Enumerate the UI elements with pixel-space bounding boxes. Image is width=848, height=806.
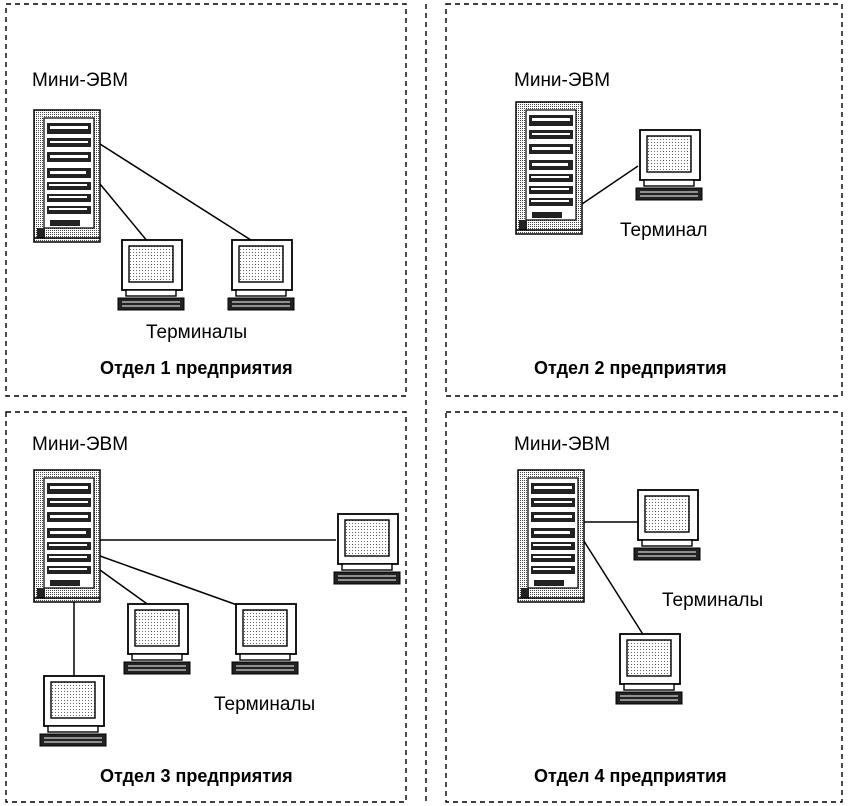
- department-2-boundary: [445, 3, 843, 397]
- terminal-label: Терминалы: [146, 322, 247, 343]
- terminal-icon: [635, 129, 703, 201]
- department-1-boundary: [5, 3, 407, 397]
- connection-line: [99, 143, 255, 243]
- mini-computer-icon: [515, 101, 583, 235]
- department-caption: Отдел 2 предприятия: [534, 358, 727, 378]
- terminal-icon: [231, 603, 299, 675]
- server-label: Мини-ЭВМ: [514, 434, 610, 455]
- terminal-icon: [117, 239, 185, 311]
- terminal-icon: [615, 633, 683, 705]
- department-2: Мини-ЭВМ Терминал Отдел 2 предприятия: [514, 70, 727, 378]
- connection-line: [99, 555, 241, 607]
- department-3: Мини-ЭВМ Терминалы Отдел 3 предприятия: [32, 434, 401, 786]
- server-label: Мини-ЭВМ: [514, 70, 610, 91]
- connection-line: [581, 165, 639, 205]
- department-caption: Отдел 1 предприятия: [100, 358, 293, 378]
- mini-computer-icon: [33, 469, 101, 603]
- terminal-icon: [633, 489, 701, 561]
- connection-line: [581, 537, 645, 637]
- department-1: Мини-ЭВМ Терминалы Отдел 1 предприятия: [32, 70, 295, 378]
- mini-computer-icon: [33, 109, 101, 243]
- terminal-label: Терминалы: [214, 694, 315, 715]
- mini-computer-icon: [517, 469, 585, 603]
- department-3-boundary: [5, 411, 407, 803]
- connection-line: [99, 569, 151, 607]
- terminal-label: Терминалы: [662, 590, 763, 611]
- terminal-label: Терминал: [620, 220, 708, 241]
- server-label: Мини-ЭВМ: [32, 434, 128, 455]
- server-label: Мини-ЭВМ: [32, 70, 128, 91]
- department-4-boundary: [445, 411, 843, 803]
- terminal-icon: [227, 239, 295, 311]
- terminal-icon: [39, 675, 107, 747]
- department-4: Мини-ЭВМ Терминалы Отдел 4 предприятия: [514, 434, 763, 786]
- terminal-icon: [123, 603, 191, 675]
- department-caption: Отдел 4 предприятия: [534, 766, 727, 786]
- terminal-icon: [333, 513, 401, 585]
- department-caption: Отдел 3 предприятия: [100, 766, 293, 786]
- connection-line: [99, 183, 149, 243]
